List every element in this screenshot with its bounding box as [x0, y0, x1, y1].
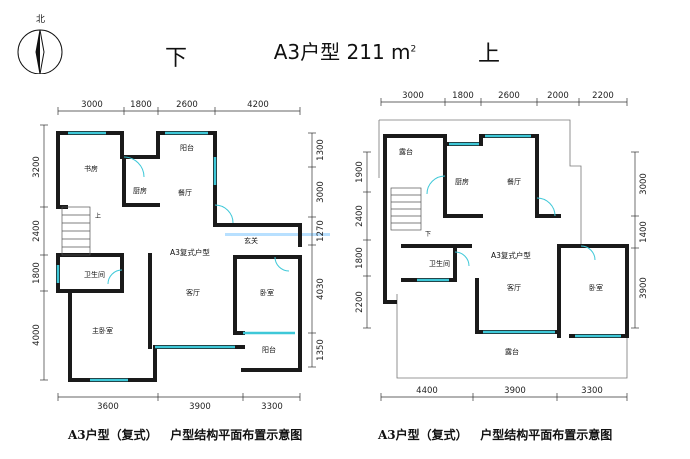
- dim-label: 3200: [32, 156, 42, 178]
- room-wc: 卫生间: [429, 259, 450, 268]
- page-title: A3户型 211 m2: [0, 36, 690, 65]
- room-living: 客厅: [507, 283, 521, 292]
- upper-dims-top: 3000 1800 2600 2000 2200: [402, 91, 614, 101]
- upper-dims-left: 1900 2400 1800 2200: [355, 161, 365, 313]
- dim-label: 3000: [81, 100, 103, 110]
- stair-up-mark: 上: [95, 212, 101, 220]
- lower-dims-right: 1300 3000 1270 4030 1350: [316, 139, 326, 361]
- room-kitchen: 厨房: [133, 186, 147, 195]
- lower-floor-label: 下: [165, 46, 188, 71]
- lower-dims-left: 3200 2400 1800 4000: [32, 156, 42, 346]
- room-unit-label: A3复式户型: [170, 247, 210, 257]
- title-superscript: 2: [410, 44, 417, 55]
- room-wc: 卫生间: [84, 270, 105, 279]
- upper-stairs: [390, 187, 422, 231]
- room-balcony-top: 阳台: [180, 143, 194, 152]
- room-terrace-bottom: 露台: [505, 347, 519, 356]
- room-master: 主卧室: [92, 326, 113, 335]
- dim-label: 3000: [639, 173, 649, 195]
- title-text: A3户型 211 m: [273, 40, 411, 64]
- lower-windows: [56, 131, 295, 382]
- dim-label: 4200: [247, 100, 269, 110]
- room-bedroom: 卧室: [260, 288, 274, 297]
- dim-label: 1350: [316, 339, 326, 361]
- dim-label: 3900: [189, 402, 211, 412]
- upper-doors: [426, 175, 596, 267]
- dim-label: 3000: [402, 91, 424, 101]
- dim-label: 1800: [32, 262, 42, 284]
- upper-room-labels: 露台 厨房 餐厅 A3复式户型 卫生间 客厅 卧室 露台 下: [399, 147, 603, 356]
- room-bedroom: 卧室: [589, 283, 603, 292]
- dim-label: 2000: [547, 91, 569, 101]
- lower-dims-top: 3000 1800 2600 4200: [81, 100, 269, 110]
- room-terrace-top: 露台: [399, 147, 413, 156]
- dim-label: 4000: [32, 324, 42, 346]
- dim-label: 1270: [316, 220, 326, 242]
- dim-label: 3000: [316, 181, 326, 203]
- upper-plan-caption: A3户型（复式） 户型结构平面布置示意图: [378, 428, 613, 442]
- stair-down-mark: 下: [425, 231, 431, 238]
- lower-dims-bottom: 3600 3900 3300: [97, 402, 283, 412]
- upper-dims-right: 3000 1400 3900: [639, 173, 649, 299]
- room-living: 客厅: [186, 288, 200, 297]
- compass: 北: [14, 8, 70, 75]
- upper-floor-label: 上: [478, 42, 501, 67]
- dim-label: 1800: [355, 247, 365, 269]
- dim-label: 3300: [261, 402, 283, 412]
- dim-label: 4400: [416, 386, 438, 396]
- room-balcony-bottom: 阳台: [262, 345, 276, 354]
- upper-windows: [417, 134, 621, 338]
- dim-label: 1900: [355, 161, 365, 183]
- dim-label: 1300: [316, 139, 326, 161]
- dim-label: 1800: [452, 91, 474, 101]
- upper-walls: [383, 134, 629, 338]
- lower-floor-plan: 3000 1800 2600 4200 3600 3900 3300 3200 …: [32, 100, 326, 412]
- lower-doors: [107, 156, 290, 285]
- dim-label: 2400: [355, 205, 365, 227]
- dim-label: 3600: [97, 402, 119, 412]
- upper-dims-bottom: 4400 3900 3300: [416, 386, 603, 396]
- lower-room-labels: 书房 厨房 阳台 餐厅 A3复式户型 玄关 卫生间 客厅 卧室 主卧室 阳台 上: [84, 143, 276, 354]
- dim-label: 3300: [581, 386, 603, 396]
- room-dining: 餐厅: [507, 177, 521, 186]
- room-entry: 玄关: [244, 236, 258, 245]
- dim-label: 2400: [32, 220, 42, 242]
- lower-plan-caption: A3户型（复式） 户型结构平面布置示意图: [68, 428, 303, 442]
- dim-label: 2200: [592, 91, 614, 101]
- room-study: 书房: [84, 164, 98, 173]
- room-dining: 餐厅: [178, 188, 192, 197]
- plan-divider: [225, 233, 330, 236]
- lower-dimension-lines: [40, 107, 316, 401]
- dim-label: 2200: [355, 291, 365, 313]
- dim-label: 2600: [176, 100, 198, 110]
- room-kitchen: 厨房: [455, 177, 469, 186]
- dim-label: 3900: [639, 277, 649, 299]
- dim-label: 1800: [130, 100, 152, 110]
- compass-north-label: 北: [36, 14, 45, 25]
- room-unit-label: A3复式户型: [491, 250, 531, 260]
- dim-label: 3900: [504, 386, 526, 396]
- upper-dimension-lines: [363, 98, 639, 401]
- dim-label: 2600: [498, 91, 520, 101]
- lower-stairs: [61, 206, 91, 256]
- dim-label: 4030: [316, 278, 326, 300]
- dim-label: 1400: [639, 221, 649, 243]
- upper-floor-plan: 3000 1800 2600 2000 2200 4400 3900 3300 …: [355, 91, 649, 401]
